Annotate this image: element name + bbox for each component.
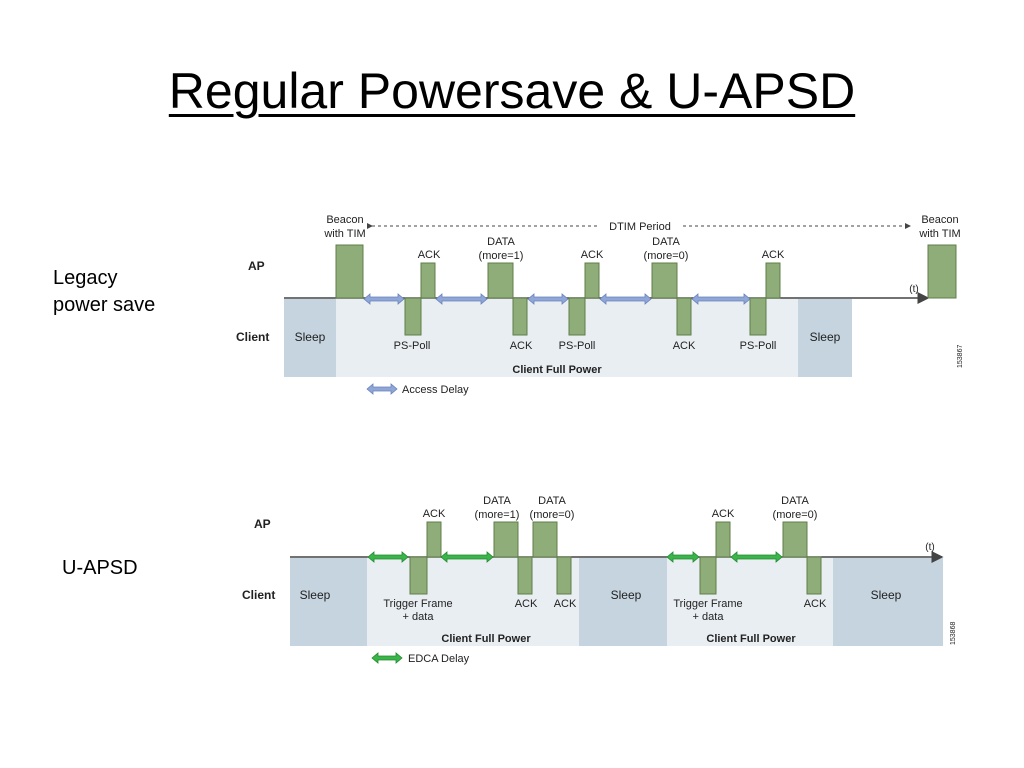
uapsd-data3-line1: DATA [781,495,809,507]
access-delay-arrow [599,293,652,305]
uapsd-trigger1-line2: + data [403,611,435,623]
uapsd-client-ack-frame-2 [556,556,572,595]
legacy-beacon-frame-2 [927,244,957,299]
legacy-client-ack-label-2: ACK [673,340,696,352]
uapsd-ap-label: AP [254,517,271,531]
access-delay-arrow [435,293,488,305]
legacy-data1-line1: DATA [487,236,515,248]
legacy-client-ack-label-1: ACK [510,340,533,352]
edca-delay-arrow [730,551,783,563]
legacy-ack-label-2: ACK [581,249,604,261]
legacy-ack-frame-2 [584,262,600,299]
uapsd-sleep-label-1: Sleep [300,588,331,602]
legacy-sleep-band-1 [284,299,336,377]
uapsd-full-power-label-2: Client Full Power [706,633,796,645]
uapsd-diagram: AP Client ACK DATA (more=1) DATA (more=0… [242,495,957,665]
uapsd-sleep-label-2: Sleep [611,588,642,602]
uapsd-trigger-frame-2 [699,556,717,595]
legacy-diagram: AP Client Beacon with TIM Beacon with TI… [236,214,964,396]
edca-delay-arrow [440,551,494,563]
uapsd-edca-delay-arrows [367,551,783,664]
legacy-sleep-label-1: Sleep [295,330,326,344]
legacy-data-frame-1 [487,262,514,299]
uapsd-ack-label-1: ACK [423,508,446,520]
uapsd-section-label: U-APSD [62,557,138,579]
uapsd-ack-label-2: ACK [712,508,735,520]
uapsd-client-ack-label-3: ACK [804,598,827,610]
uapsd-data3-line2: (more=0) [773,509,818,521]
legacy-beacon1-line2: with TIM [323,228,365,240]
legacy-beacon-frame-1 [335,244,364,299]
legacy-pspoll-frame-1 [404,297,422,336]
legacy-data2-line2: (more=0) [644,250,689,262]
uapsd-sleep-band-2 [579,558,667,646]
uapsd-sleep-band-1 [290,558,367,646]
uapsd-ack-frame-2 [715,521,731,558]
legacy-ap-label: AP [248,259,265,273]
uapsd-data2-line1: DATA [538,495,566,507]
uapsd-ack-frame-1 [426,521,442,558]
legacy-sleep-band-2 [798,299,852,377]
uapsd-full-power-label-1: Client Full Power [441,633,531,645]
uapsd-awake-band-1 [367,558,579,646]
legend-access-delay-arrow [366,383,398,395]
access-delay-arrow [527,293,569,305]
uapsd-time-label: (t) [925,542,934,553]
legacy-ack-frame-3 [765,262,781,299]
legacy-beacon2-line2: with TIM [918,228,960,240]
uapsd-data1-line1: DATA [483,495,511,507]
legacy-legend-label: Access Delay [402,384,469,396]
uapsd-data-frame-1 [493,521,519,558]
uapsd-data-frame-2 [532,521,558,558]
uapsd-data2-line2: (more=0) [530,509,575,521]
legacy-beacon1-line1: Beacon [326,214,363,226]
uapsd-sleep-label-3: Sleep [871,588,902,602]
legacy-data-frame-2 [651,262,678,299]
legacy-pspoll-label-3: PS-Poll [740,340,777,352]
edca-delay-arrow [367,551,409,563]
legacy-client-ack-frame-2 [676,297,692,336]
legacy-section-label: Legacy power save [53,267,156,316]
uapsd-client-label: Client [242,588,275,602]
access-delay-arrow [363,293,405,305]
uapsd-client-ack-label-1: ACK [515,598,538,610]
legacy-full-power-label: Client Full Power [512,364,602,376]
uapsd-legend-label: EDCA Delay [408,653,470,665]
legacy-sleep-label-2: Sleep [810,330,841,344]
legacy-access-delay-arrows [363,293,751,395]
uapsd-awake-band-2 [667,558,833,646]
legacy-ack-label-3: ACK [762,249,785,261]
legacy-pspoll-frame-2 [568,297,586,336]
uapsd-data-frame-3 [782,521,808,558]
legacy-dtim-label: DTIM Period [609,221,671,233]
legend-edca-delay-arrow [371,652,403,664]
legacy-ack-label-1: ACK [418,249,441,261]
uapsd-trigger1-line1: Trigger Frame [383,598,452,610]
legacy-ack-frame-1 [420,262,436,299]
legacy-data1-line2: (more=1) [479,250,524,262]
uapsd-client-ack-label-2: ACK [554,598,577,610]
uapsd-data1-line2: (more=1) [475,509,520,521]
legacy-client-ack-frame-1 [512,297,528,336]
slide-title: Regular Powersave & U-APSD [168,63,856,119]
uapsd-trigger2-line1: Trigger Frame [673,598,742,610]
legacy-pspoll-label-1: PS-Poll [394,340,431,352]
legacy-pspoll-frame-3 [749,297,767,336]
legacy-data2-line1: DATA [652,236,680,248]
uapsd-trigger2-line2: + data [693,611,725,623]
legacy-time-label: (t) [909,284,918,295]
uapsd-figure-id: 153868 [950,622,957,645]
access-delay-arrow [691,293,751,305]
uapsd-sleep-band-3 [833,558,943,646]
uapsd-trigger-frame-1 [409,556,428,595]
legacy-pspoll-label-2: PS-Poll [559,340,596,352]
uapsd-client-ack-frame-3 [806,556,822,595]
edca-delay-arrow [666,551,700,563]
legacy-beacon2-line1: Beacon [921,214,958,226]
legacy-client-label: Client [236,330,269,344]
legacy-figure-id: 153867 [957,345,964,368]
uapsd-client-ack-frame-1 [517,556,533,595]
